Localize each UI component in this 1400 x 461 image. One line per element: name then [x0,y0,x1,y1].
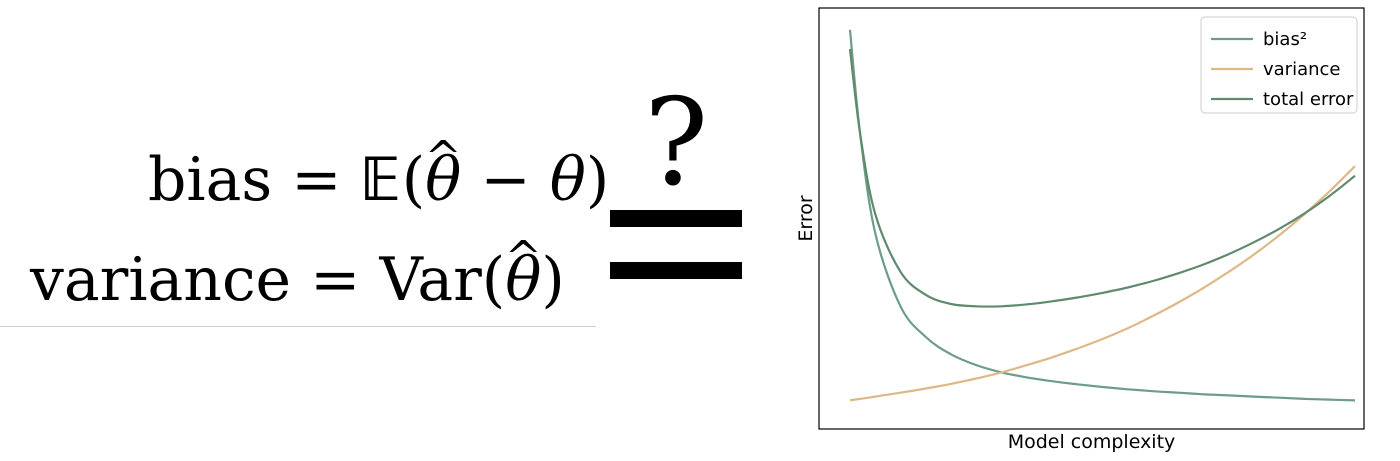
var-operator: Var [379,245,482,315]
close-paren: ) [541,245,565,315]
theta-hat-symbol: θ [505,250,541,310]
equals-bar-bottom [610,262,742,279]
bias-term: bias [148,145,273,215]
legend: bias² variance total error [1200,16,1358,114]
x-axis-label: Model complexity [1008,431,1176,453]
variance-formula: variance = Var(θ) [30,250,565,310]
legend-label-1: variance [1263,59,1341,80]
minus-sign: − [480,145,531,215]
plot-frame [818,7,1365,430]
formula-block: bias = 𝔼(θ − θ) variance = Var(θ) [0,0,609,340]
expectation-symbol: 𝔼 [360,145,402,215]
series-line-0 [848,29,1356,402]
open-paren: ( [401,145,426,215]
series-layer [848,29,1356,402]
equals-sign: = [291,145,342,215]
question-mark: ? [644,74,709,213]
equals-bar-top [610,210,742,227]
equals-sign: = [310,245,361,315]
theta-hat-symbol: θ [425,150,461,210]
y-axis-label: Error [795,195,817,242]
open-paren: ( [481,245,506,315]
bias-variance-chart: bias² variance total error Model complexit… [795,7,1365,453]
legend-box [1200,16,1358,114]
theta-symbol: θ [549,145,586,215]
legend-label-2: total error [1263,89,1354,110]
legend-label-0: bias² [1263,29,1307,50]
variance-term: variance [30,245,292,315]
series-line-1 [849,165,1356,402]
formula-divider [0,326,596,327]
bias-formula: bias = 𝔼(θ − θ) [148,150,609,210]
close-paren: ) [585,145,610,215]
series-line-2 [848,48,1356,308]
